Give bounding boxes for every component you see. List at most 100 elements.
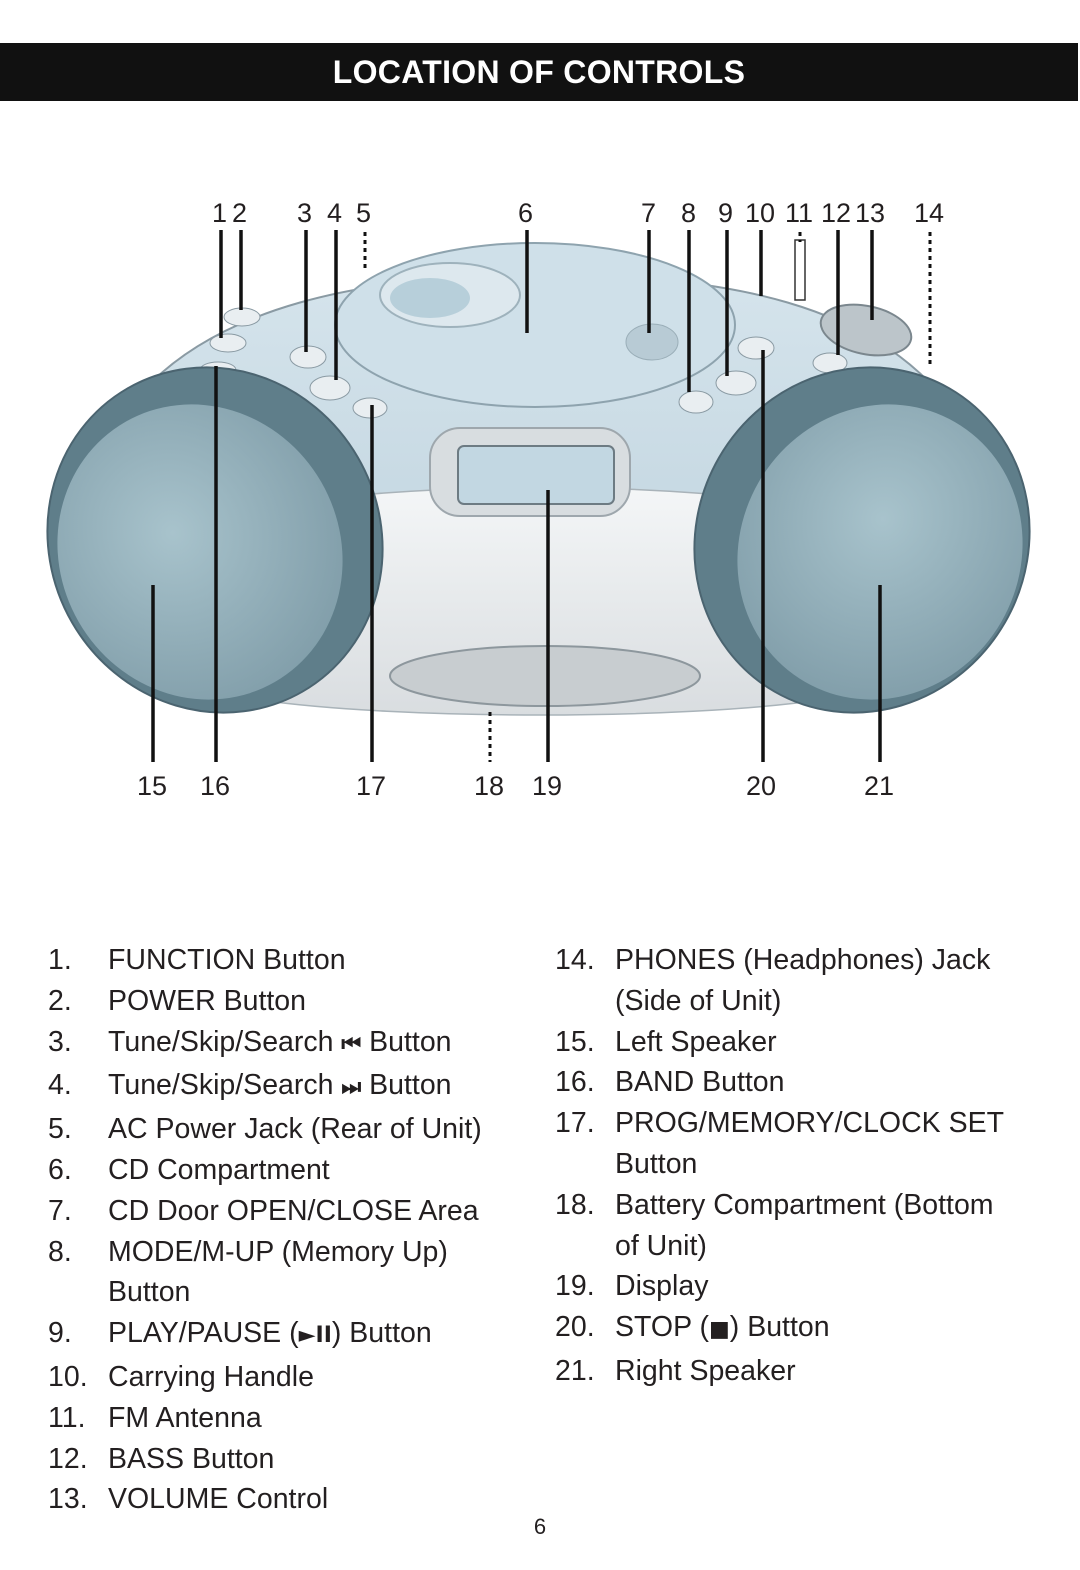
item-text: FM Antenna [108, 1398, 518, 1439]
control-list-item: 2. POWER Button [48, 981, 518, 1022]
item-number: 5. [48, 1113, 72, 1146]
callout-11: 11 [785, 198, 814, 228]
control-list-item: 9.PLAY/PAUSE (►II) Button [48, 1313, 518, 1357]
item-number: 16. [555, 1066, 595, 1099]
page-number: 6 [533, 1514, 547, 1539]
item-text: POWER Button [108, 981, 518, 1022]
control-list-item: 20. STOP (■) Button [555, 1307, 1055, 1351]
item-text-line: VOLUME Control [108, 1483, 329, 1516]
item-text-line: (Side of Unit) [615, 984, 782, 1017]
skip-forward-icon: ⏭ [341, 1075, 362, 1101]
control-list-item: 5. AC Power Jack (Rear of Unit) [48, 1109, 518, 1150]
item-text-line: of Unit) [615, 1229, 707, 1262]
item-text: BASS Button [108, 1439, 518, 1480]
dashed-callout-lines [363, 232, 932, 762]
callout-7: 7 [641, 198, 657, 228]
item-number: 18. [555, 1188, 595, 1221]
item-text-line: FUNCTION Button [108, 944, 346, 976]
item-number: 11. [48, 1401, 86, 1434]
item-text: Right Speaker [615, 1351, 1055, 1392]
item-number: 20. [555, 1311, 595, 1344]
item-text-pre: STOP ( [615, 1311, 709, 1344]
item-text: FUNCTION Button [108, 940, 518, 981]
callout-9: 9 [718, 198, 734, 228]
item-text-line: BAND Button [615, 1066, 785, 1099]
callout-8: 8 [681, 198, 697, 228]
callout-1: 1 [212, 198, 228, 228]
control-list-item: 19. Display [555, 1266, 1055, 1307]
control-list-item: 12. BASS Button [48, 1439, 518, 1480]
item-number: 1. [48, 944, 72, 976]
item-text-line: BASS Button [108, 1442, 275, 1475]
item-text-line: AC Power Jack (Rear of Unit) [108, 1113, 482, 1146]
control-list-item: 21. Right Speaker [555, 1351, 1055, 1392]
callout-17: 17 [356, 771, 387, 801]
callout-21: 21 [864, 771, 895, 801]
control-list-item: 4.Tune/Skip/Search ⏭ Button [48, 1065, 518, 1109]
callout-13: 13 [855, 198, 886, 228]
item-number: 12. [48, 1442, 88, 1475]
callout-15: 15 [137, 771, 168, 801]
control-list-item: 10.Carrying Handle [48, 1357, 518, 1398]
item-text-line: Left Speaker [615, 1025, 777, 1058]
control-list-item: 14. PHONES (Headphones) Jack (Side of Unit… [555, 940, 1055, 1022]
item-text-post: ) Button [729, 1311, 830, 1344]
item-number: 2. [48, 984, 72, 1017]
item-number: 19. [555, 1270, 595, 1303]
item-text: STOP (■) Button [615, 1307, 1055, 1351]
control-list-item: 11. FM Antenna [48, 1398, 518, 1439]
callout-5: 5 [356, 198, 372, 228]
item-text: AC Power Jack (Rear of Unit) [108, 1109, 518, 1150]
callout-2: 2 [232, 198, 248, 228]
boombox-diagram: 1 2 3 4 5 6 7 8 9 10 11 12 13 14 15 16 1… [0, 180, 1080, 820]
item-number: 9. [48, 1317, 72, 1350]
item-number: 21. [555, 1354, 595, 1387]
control-list-item: 16. BAND Button [555, 1062, 1055, 1103]
item-text-line: Button [615, 1147, 698, 1180]
item-text-line: POWER Button [108, 984, 306, 1017]
callout-18: 18 [474, 771, 505, 801]
controls-list-right: 14. PHONES (Headphones) Jack (Side of Unit… [555, 940, 1055, 1392]
item-text-post: Button [361, 1069, 452, 1102]
item-text: Tune/Skip/Search ⏮ Button [108, 1022, 518, 1066]
item-text-line: PHONES (Headphones) Jack [615, 944, 991, 976]
control-list-item: 3.Tune/Skip/Search ⏮ Button [48, 1022, 518, 1066]
item-text-pre: Tune/Skip/Search [108, 1069, 342, 1102]
item-text: Display [615, 1266, 1055, 1307]
item-text-post: ) Button [331, 1317, 432, 1350]
control-list-item: 8. MODE/M-UP (Memory Up) Button [48, 1232, 518, 1314]
item-text-line: CD Compartment [108, 1153, 330, 1186]
item-text-line: MODE/M-UP (Memory Up) [108, 1235, 448, 1268]
control-list-item: 7.CD Door OPEN/CLOSE Area [48, 1191, 518, 1232]
item-number: 8. [48, 1235, 72, 1268]
controls-list-left: 1. FUNCTION Button 2. POWER Button 3.Tune/Sk… [48, 940, 518, 1520]
callout-lines [151, 230, 882, 762]
stop-icon: ■ [708, 1317, 730, 1343]
callout-4: 4 [327, 198, 343, 228]
item-text-line: Right Speaker [615, 1354, 796, 1387]
item-text-post: Button [361, 1025, 452, 1058]
cd-lid [334, 242, 736, 408]
item-text: BAND Button [615, 1062, 1055, 1103]
callout-10: 10 [745, 198, 776, 228]
item-text-line: CD Door OPEN/CLOSE Area [108, 1194, 479, 1227]
control-list-item: 15. Left Speaker [555, 1022, 1055, 1063]
item-number: 10. [48, 1360, 88, 1393]
callout-20: 20 [746, 771, 777, 801]
control-list-item: 13.VOLUME Control [48, 1479, 518, 1520]
item-text: VOLUME Control [108, 1479, 518, 1520]
item-number: 17. [555, 1107, 595, 1140]
callout-12: 12 [821, 198, 852, 228]
skip-back-icon: ⏮ [341, 1031, 362, 1057]
item-number: 15. [555, 1025, 595, 1058]
item-text-line: Button [108, 1276, 191, 1309]
boombox-illustration [46, 230, 1031, 762]
callout-16: 16 [200, 771, 231, 801]
battery-compartment [389, 645, 701, 707]
item-text: CD Compartment [108, 1150, 518, 1191]
item-number: 14. [555, 944, 595, 976]
